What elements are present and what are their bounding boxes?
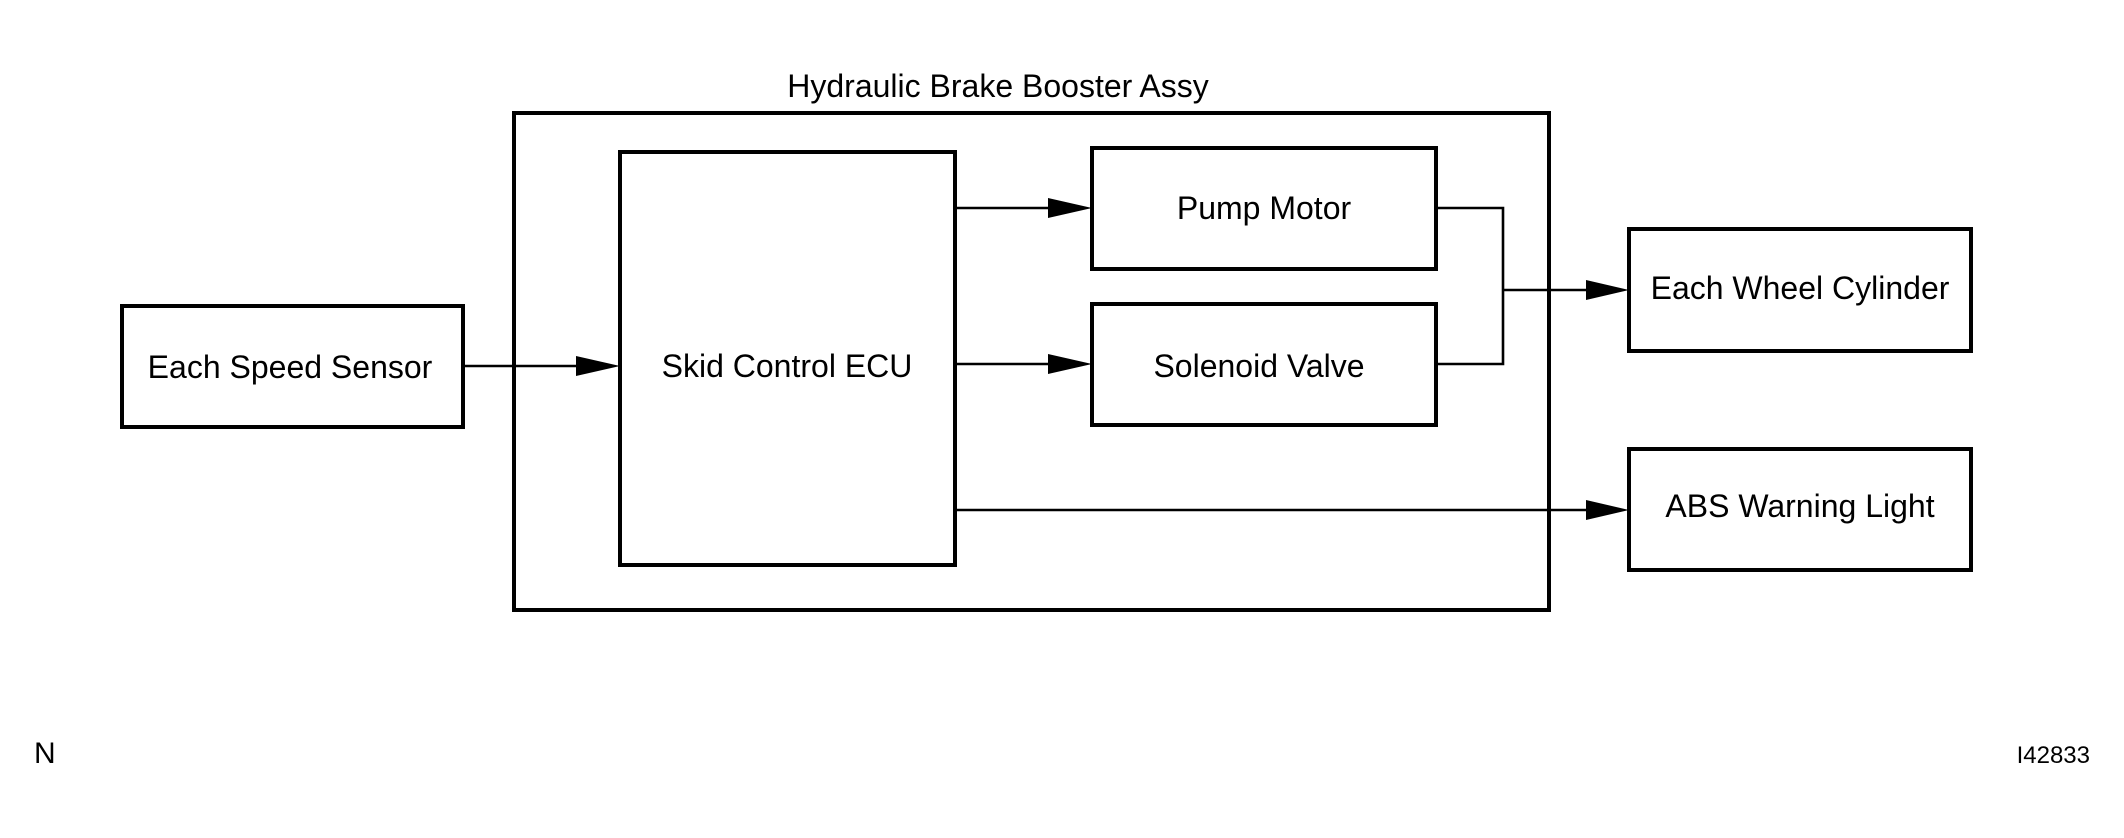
booster-assy-title: Hydraulic Brake Booster Assy — [787, 68, 1209, 104]
speed-sensor-block: Each Speed Sensor — [120, 304, 465, 429]
ecu-to-solenoid-arrowhead — [1048, 354, 1092, 374]
skid-ecu-block: Skid Control ECU — [618, 150, 957, 567]
corner-mark-left: N — [34, 737, 56, 770]
booster-assy-frame — [512, 111, 1551, 612]
pump-motor-label: Pump Motor — [1177, 190, 1352, 226]
solenoid-valve-block: Solenoid Valve — [1090, 302, 1438, 427]
wheel-cylinder-block: Each Wheel Cylinder — [1627, 227, 1973, 353]
abs-light-box — [1627, 447, 1973, 572]
sensor-to-ecu-arrowhead — [576, 356, 620, 376]
solenoid-valve-label: Solenoid Valve — [1153, 348, 1364, 384]
abs-light-label: ABS Warning Light — [1665, 488, 1934, 524]
junction-to-wheel-cylinder-arrowhead — [1586, 280, 1629, 300]
ecu-to-abs-light-arrowhead — [1586, 500, 1629, 520]
skid-ecu-label: Skid Control ECU — [662, 348, 913, 384]
pump-motor-block: Pump Motor — [1090, 146, 1438, 271]
ecu-to-pump-arrowhead — [1048, 198, 1092, 218]
wheel-cylinder-label: Each Wheel Cylinder — [1651, 270, 1950, 306]
figure-code: I42833 — [2017, 742, 2090, 769]
skid-ecu-box — [618, 150, 957, 567]
abs-light-block: ABS Warning Light — [1627, 447, 1973, 572]
speed-sensor-label: Each Speed Sensor — [148, 349, 433, 385]
pump-to-junction-line — [1436, 206, 1505, 366]
